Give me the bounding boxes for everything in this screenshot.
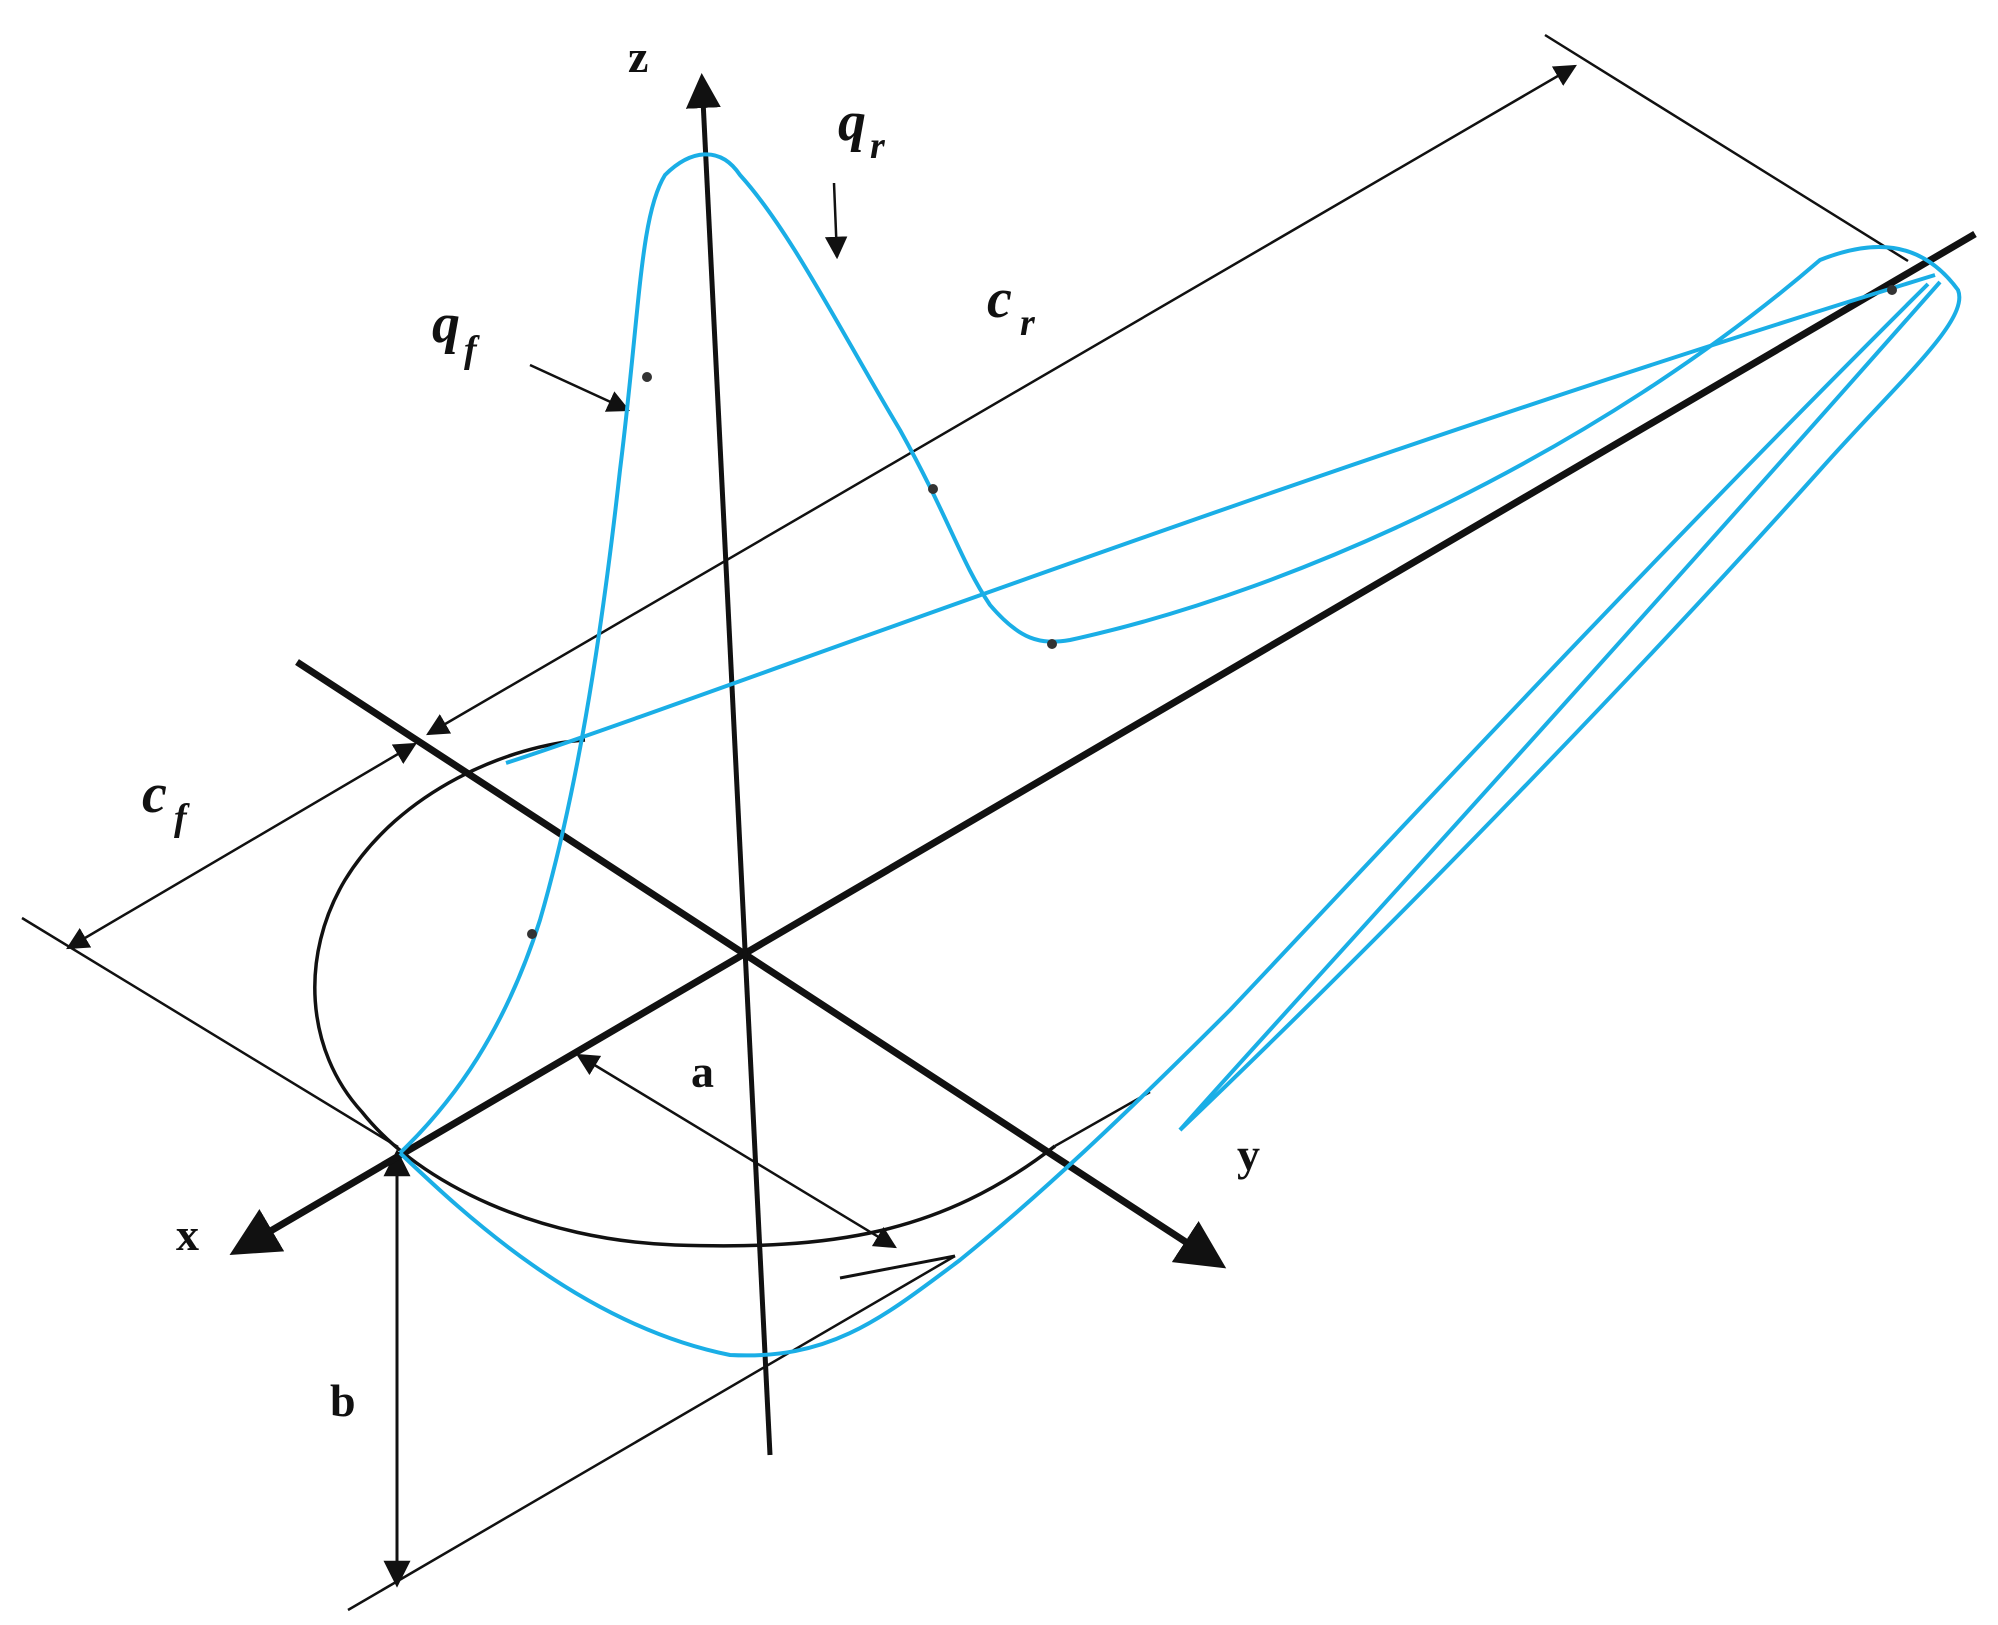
flux-profile-curve [398,152,1962,1155]
profile-point [928,484,938,494]
z-axis [685,73,773,1456]
qr-sub-text: r [870,125,886,167]
cr-dimension-label: c r [987,268,1036,344]
qf-pointer-arrow [529,363,631,412]
profile-point [1047,639,1057,649]
flux-lower-inner-line [1178,280,1942,1132]
profile-points [527,285,1897,939]
cf-dimension-arrow [66,742,417,950]
profile-point [527,929,537,939]
cf-dimension-label: c f [142,763,190,839]
profile-point [1887,285,1897,295]
y-tangent-tick [1054,1090,1151,1148]
cr-reference-line [1544,33,1909,263]
flux-upper-tail-line [505,273,1936,765]
b-dimension-label: b [330,1375,356,1426]
x-axis [229,230,1977,1255]
profile-point [642,372,652,382]
qr-flux-label: q r [838,91,886,167]
qr-main-text: q [838,91,866,153]
heat-flux-curves [398,152,1962,1358]
qf-main-text: q [432,293,460,355]
y-axis [295,659,1227,1269]
cf-reference-line [21,916,399,1149]
y-axis-label: y [1237,1129,1260,1180]
a-dimension-label: a [691,1046,714,1097]
qf-sub-text: f [464,329,480,371]
a-dimension-arrow [576,1053,897,1249]
x-axis-label: x [176,1209,199,1260]
cf-main-text: c [142,763,167,825]
qf-flux-label: q f [432,293,480,371]
a-reference-tick [839,1254,956,1280]
cr-sub-text: r [1020,302,1036,344]
front-ellipse-outline [313,738,1057,1248]
flux-lower-loop [398,282,1930,1358]
qr-pointer-arrow [824,182,848,260]
cr-dimension-arrow [426,64,1577,736]
b-reference-line [347,1254,956,1612]
z-axis-label: z [628,31,648,82]
cf-sub-text: f [174,797,190,839]
cr-main-text: c [987,268,1012,330]
